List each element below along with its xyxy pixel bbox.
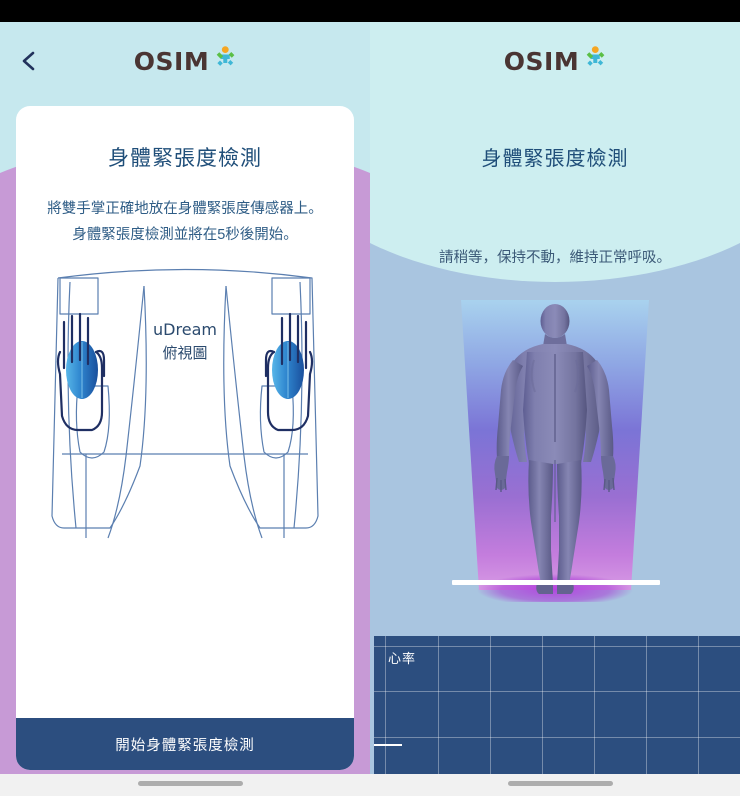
osim-logo: OSIM	[133, 45, 236, 76]
home-indicator-icon-right[interactable]	[508, 781, 613, 786]
scan-line-icon	[452, 580, 660, 585]
heart-rate-chart: 心率	[374, 636, 740, 774]
left-header: OSIM	[0, 22, 370, 84]
right-background-curve	[370, 22, 740, 282]
left-phone-screen: OSIM 身體緊張度檢測 將雙手掌正確地放在身體緊張度傳感器上。	[0, 22, 370, 774]
osim-logo-right: OSIM	[503, 45, 606, 76]
osim-person-mark-icon	[210, 45, 236, 71]
osim-person-mark-icon-right	[580, 45, 606, 71]
left-hand-on-sensor-icon	[56, 312, 106, 432]
home-indicator-strip	[0, 774, 740, 796]
status-bar	[0, 0, 740, 22]
instruction-text: 將雙手掌正確地放在身體緊張度傳感器上。 身體緊張度檢測並將在5秒後開始。	[16, 196, 354, 248]
page-title: 身體緊張度檢測	[108, 147, 262, 170]
home-indicator-icon-left[interactable]	[138, 781, 243, 786]
chart-label: 心率	[388, 651, 417, 666]
right-hand-on-sensor-icon	[264, 312, 314, 432]
instruction-line-1: 將雙手掌正確地放在身體緊張度傳感器上。	[47, 201, 323, 217]
body-scan-stage	[370, 292, 740, 602]
tension-detection-card: 身體緊張度檢測 將雙手掌正確地放在身體緊張度傳感器上。 身體緊張度檢測並將在5秒…	[16, 106, 354, 770]
chart-gridlines	[374, 636, 740, 774]
osim-wordmark: OSIM	[133, 47, 210, 76]
scan-instruction-text: 請稍等，保持不動，維持正常呼吸。	[439, 250, 671, 266]
scan-page-title: 身體緊張度檢測	[481, 148, 629, 170]
heart-rate-trace	[374, 744, 402, 746]
start-detection-button[interactable]: 開始身體緊張度檢測	[16, 718, 354, 770]
massage-chair-top-view-icon: uDream 俯視圖	[16, 256, 354, 770]
osim-wordmark-right: OSIM	[503, 47, 580, 76]
instruction-line-2: 身體緊張度檢測並將在5秒後開始。	[72, 227, 298, 243]
right-phone-screen: OSIM 身體緊張度檢測 請稍等，保持不動，維持正常呼吸。	[370, 22, 740, 774]
human-body-back-view-icon	[494, 304, 616, 594]
chevron-left-icon[interactable]	[16, 48, 42, 74]
